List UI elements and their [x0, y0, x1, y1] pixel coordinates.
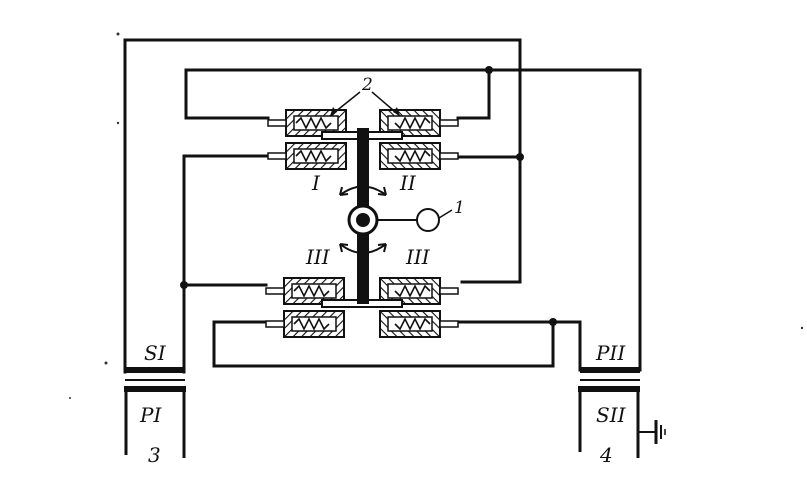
terminal-pii: [580, 367, 640, 381]
callout-3: 3: [148, 443, 161, 467]
ground-icon: [638, 420, 666, 444]
wire-si-outer: [123, 38, 522, 374]
wire-bottom-loop: [212, 320, 555, 368]
contact-bottom-right-lower: [379, 310, 459, 338]
junction-dot-top: [485, 66, 493, 74]
label-sii: SII: [596, 403, 627, 427]
label-pi: PI: [139, 403, 162, 427]
label-group-iii-right: III: [405, 245, 431, 269]
contact-top-right-lower: [379, 142, 459, 170]
wire-pii-inner: [551, 320, 582, 372]
contact-top-left-lower: [267, 142, 347, 170]
label-group-i: I: [311, 171, 321, 195]
callout-2: 2: [361, 75, 373, 95]
wire-si-inner: [182, 154, 270, 374]
rotation-arrow-upper-icon: [339, 185, 387, 196]
label-si: SI: [144, 341, 167, 365]
junction-dot-right: [516, 153, 524, 161]
wire-upper-junction-drop: [456, 68, 491, 120]
label-pii: PII: [595, 341, 626, 365]
indicator-circle-icon: [416, 208, 440, 232]
label-group-iii-left: III: [305, 245, 331, 269]
terminal-si: [125, 367, 185, 381]
wire-upper-loop: [184, 68, 642, 372]
terminal-sii-box: [578, 386, 640, 458]
junction-dot-left: [180, 281, 188, 289]
callout-1: 1: [454, 198, 465, 218]
terminal-pi-box: [124, 386, 186, 458]
rotation-arrow-lower-icon: [339, 243, 387, 254]
label-group-ii: II: [399, 171, 417, 195]
contact-bottom-left-lower: [265, 310, 345, 338]
junction-dot-bottom: [549, 318, 557, 326]
callout-4: 4: [599, 443, 613, 467]
